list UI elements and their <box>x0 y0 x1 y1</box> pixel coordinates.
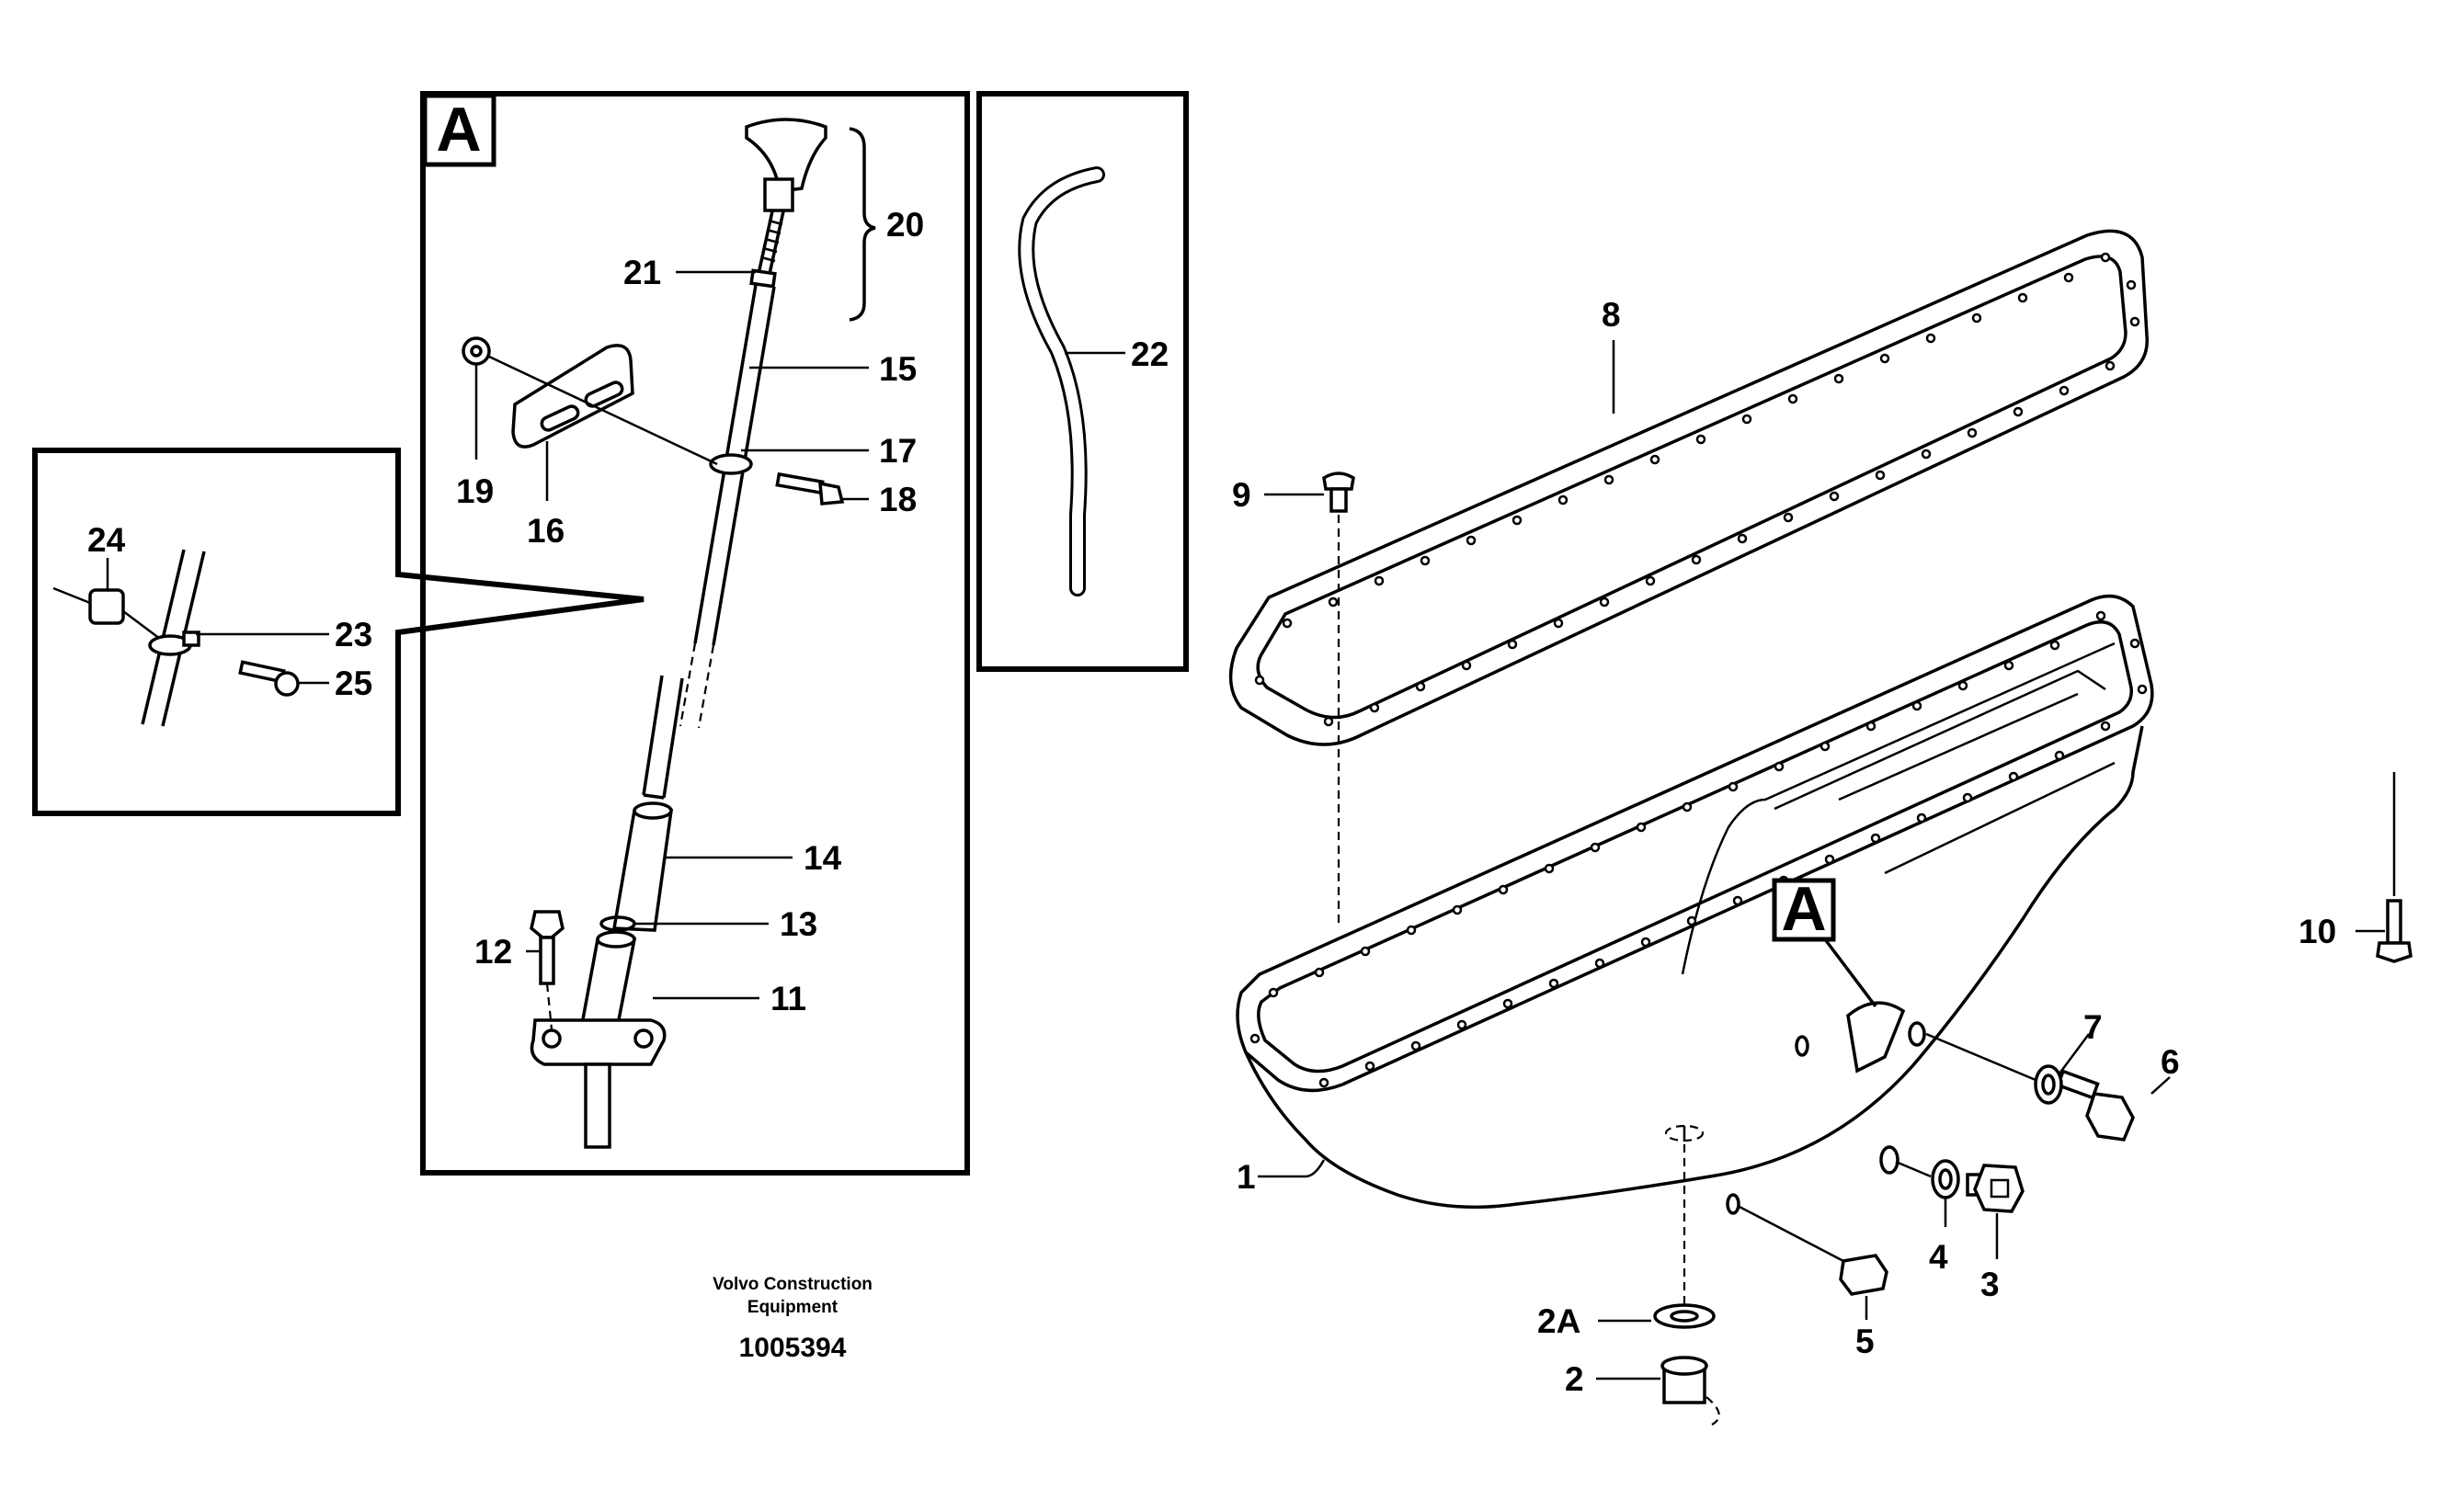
callout-18: 18 <box>879 481 917 518</box>
callout-25: 25 <box>335 665 372 702</box>
gasket-bolt-holes <box>1254 252 2140 727</box>
bolt-10 <box>2376 899 2413 963</box>
callout-21: 21 <box>623 254 661 291</box>
callout-2a: 2A <box>1537 1302 1580 1340</box>
leader-lines-a <box>474 270 869 1000</box>
pan-bolt-holes <box>1249 610 2148 1088</box>
hose-22-frame <box>976 91 1189 672</box>
callout-3: 3 <box>1980 1266 2000 1303</box>
callout-15: 15 <box>879 350 917 388</box>
detail-a-marker-letter: A <box>1781 874 1826 944</box>
oil-pan-1 <box>1236 594 2154 1215</box>
callout-14: 14 <box>804 839 842 877</box>
detail-a-frame <box>420 91 970 1176</box>
washer-2a <box>1653 1303 1716 1329</box>
callout-7: 7 <box>2083 1008 2103 1046</box>
clamp-23 <box>148 631 200 656</box>
hose-22-panel: 22 <box>976 91 1189 672</box>
washer-7 <box>2034 1064 2063 1105</box>
credit-line-1: Volvo Construction <box>713 1275 873 1294</box>
washer-19 <box>462 336 491 366</box>
callout-6: 6 <box>2161 1043 2180 1081</box>
callout-19: 19 <box>456 472 494 510</box>
screw-9 <box>1322 471 1355 513</box>
assembly-line-19 <box>488 355 718 466</box>
callout-2: 2 <box>1565 1360 1584 1398</box>
credit-block: Volvo Construction Equipment 1005394 <box>713 1275 873 1363</box>
callout-20: 20 <box>886 206 924 244</box>
callout-17: 17 <box>879 432 917 470</box>
plug-3 <box>1966 1164 2025 1213</box>
drawing-number: 1005394 <box>739 1333 847 1363</box>
callout-13: 13 <box>780 905 817 943</box>
hose-14 <box>611 801 674 932</box>
sleeve-24 <box>88 588 125 625</box>
callout-8: 8 <box>1602 296 1621 334</box>
callout-5: 5 <box>1855 1323 1875 1360</box>
drain-axis-marker <box>1664 1124 1705 1142</box>
zoom-detail-panel: 24 23 25 <box>32 448 645 816</box>
detail-a-letter: A <box>436 95 481 165</box>
callout-4: 4 <box>1929 1238 1948 1276</box>
callout-10: 10 <box>2299 913 2336 950</box>
detail-a-panel: A <box>420 91 970 1176</box>
drain-plug-2 <box>1660 1356 1720 1426</box>
callout-22: 22 <box>1131 335 1169 373</box>
bolt-25 <box>238 660 300 697</box>
clamp-17 <box>709 453 753 475</box>
washer-4 <box>1931 1159 1960 1199</box>
hose-22-outline <box>1018 166 1105 596</box>
credit-line-2: Equipment <box>747 1298 838 1317</box>
callout-1: 1 <box>1237 1158 1256 1196</box>
gasket-8 <box>1228 229 2150 746</box>
bolt-12 <box>530 910 565 1030</box>
callout-16: 16 <box>527 512 565 550</box>
dipstick-tube <box>642 268 777 800</box>
zoom-detail-frame <box>32 448 645 816</box>
dipstick-handle <box>745 118 827 275</box>
tube-11 <box>530 930 667 1149</box>
plug-6 <box>2056 1069 2135 1142</box>
detail-a-marker: A <box>1772 874 1877 1008</box>
callout-11: 11 <box>770 980 806 1017</box>
plug-5 <box>1839 1254 1888 1296</box>
callout-23: 23 <box>335 616 372 653</box>
callout-9: 9 <box>1232 476 1251 514</box>
callout-12: 12 <box>474 933 512 971</box>
callout-24: 24 <box>87 521 126 559</box>
detail-a-tag <box>422 93 496 167</box>
brace-20 <box>849 127 876 322</box>
bolt-18 <box>775 471 845 506</box>
